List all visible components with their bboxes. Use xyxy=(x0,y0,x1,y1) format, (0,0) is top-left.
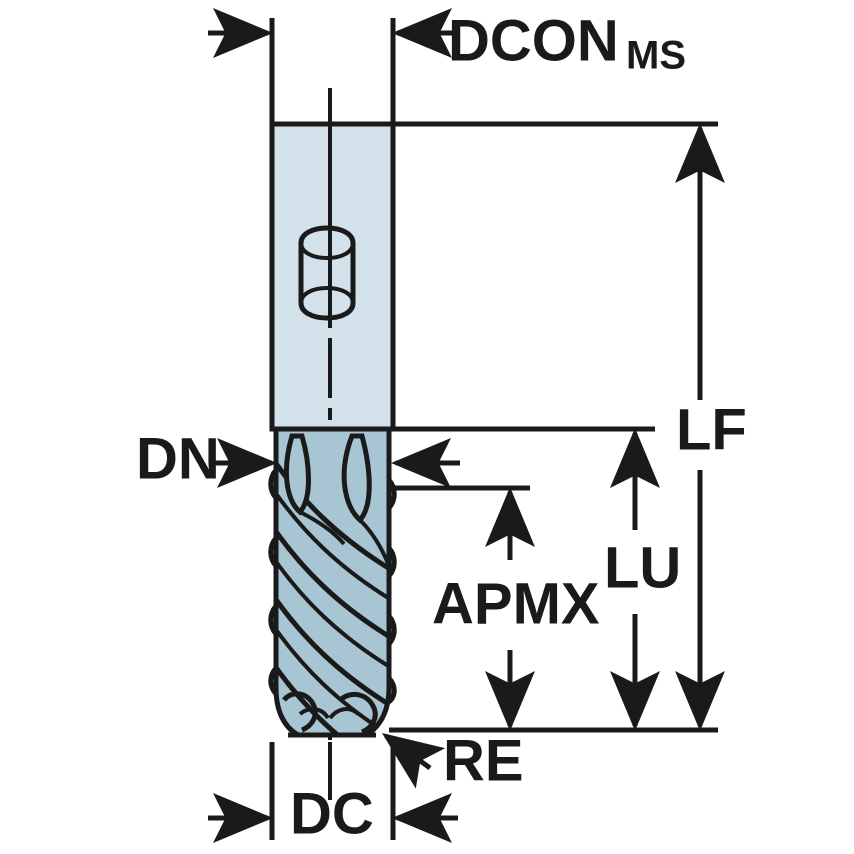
flute-helix-group xyxy=(276,433,389,734)
weldon-flat-top-arc xyxy=(299,242,355,261)
tool-flute-section xyxy=(268,426,397,738)
tip-detail xyxy=(298,707,330,720)
notch-right xyxy=(387,676,397,704)
notch-right xyxy=(386,546,397,578)
label-dn: DN xyxy=(136,426,220,491)
helix-edge xyxy=(276,450,389,578)
corner-radius-arc xyxy=(338,691,378,734)
weldon-flat-bottom-arc xyxy=(299,285,355,304)
helix-edge xyxy=(276,654,389,734)
re-leader-line xyxy=(381,733,446,789)
helix-edge xyxy=(276,518,389,646)
flute-pocket xyxy=(283,433,311,516)
flute-pocket xyxy=(341,433,372,524)
dimension-apmx xyxy=(389,485,535,731)
corner-radius-arc xyxy=(282,691,318,733)
dimension-dcon-ms xyxy=(208,7,455,124)
label-dcon: DCON xyxy=(448,8,619,73)
flute-pocket-tail xyxy=(299,510,346,546)
notch-right xyxy=(386,614,397,646)
tip-detail xyxy=(328,707,360,720)
notch-left xyxy=(268,666,278,696)
dimension-lf xyxy=(389,121,725,733)
label-lf: LF xyxy=(676,397,747,462)
notch-right xyxy=(386,478,397,510)
dimension-dc xyxy=(208,742,458,843)
dimension-re xyxy=(381,733,446,789)
dimension-lu xyxy=(389,426,660,731)
notch-left xyxy=(268,536,279,568)
label-lu: LU xyxy=(604,535,681,600)
flute-groove xyxy=(276,548,389,675)
helix-edge xyxy=(276,586,389,714)
notch-left xyxy=(268,604,279,636)
weldon-flat-feature xyxy=(298,225,356,321)
label-dcon-subscript: MS xyxy=(626,34,686,78)
flute-groove xyxy=(276,480,389,607)
label-re: RE xyxy=(443,728,524,793)
flute-pocket-tail xyxy=(358,518,389,567)
label-apmx: APMX xyxy=(432,571,600,636)
weldon-flat-outline xyxy=(298,225,356,321)
label-dc: DC xyxy=(290,781,374,846)
